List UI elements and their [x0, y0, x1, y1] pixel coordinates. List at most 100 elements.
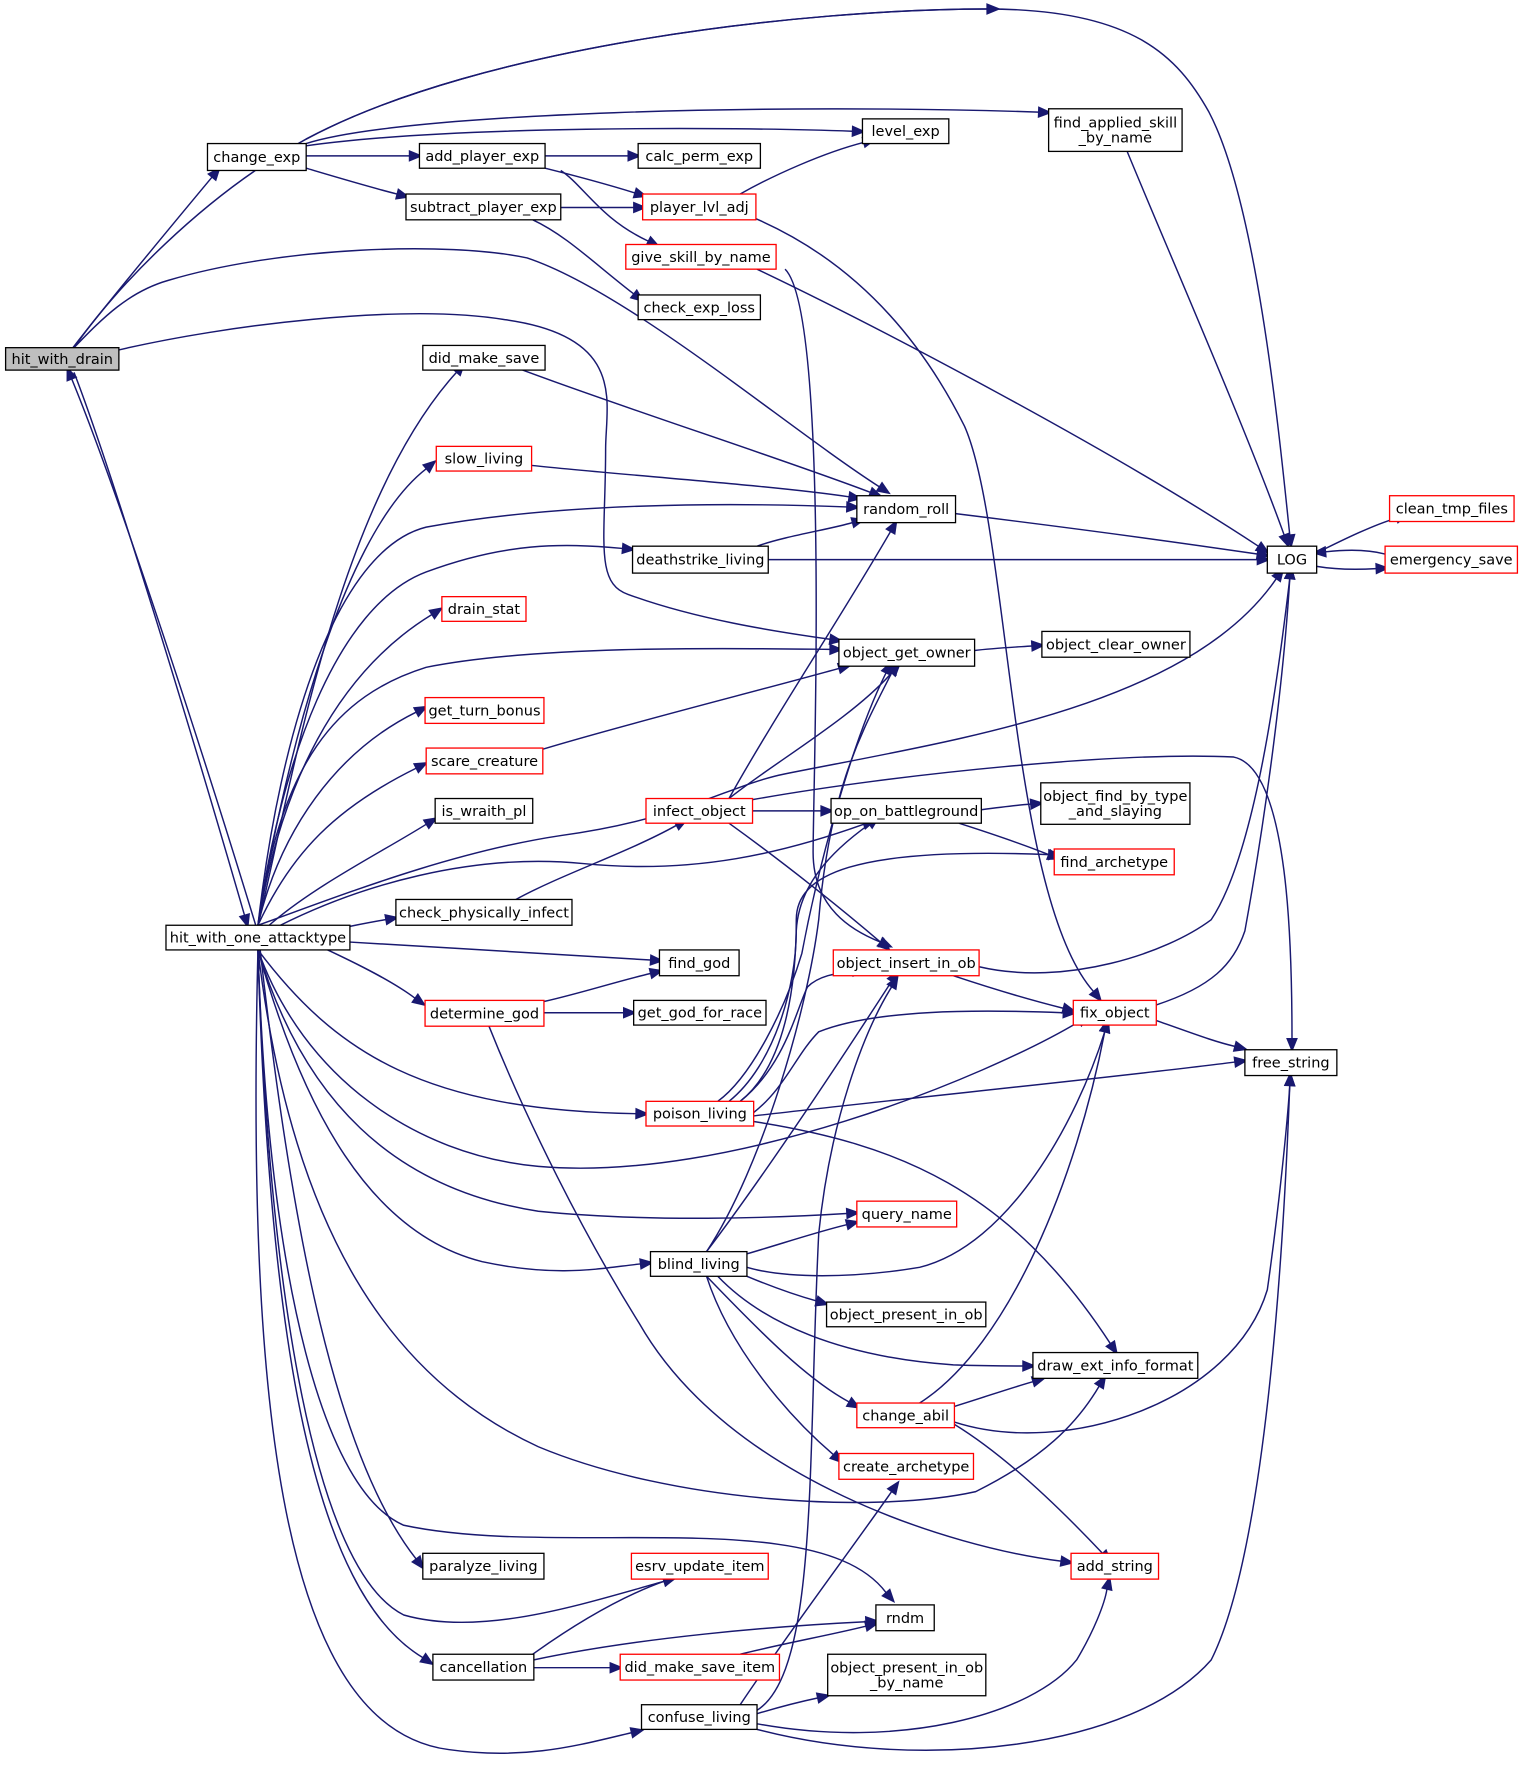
node-box[interactable] — [633, 999, 767, 1026]
node-box[interactable] — [649, 1250, 748, 1277]
function-node-slow_living[interactable]: slow_living — [435, 445, 533, 472]
node-box[interactable] — [1070, 1552, 1160, 1580]
function-node-level_exp[interactable]: level_exp — [861, 118, 950, 145]
function-node-is_wraith_pl[interactable]: is_wraith_pl — [434, 797, 534, 824]
node-box[interactable] — [619, 1653, 781, 1681]
node-box[interactable] — [832, 949, 980, 977]
node-box[interactable] — [1047, 108, 1183, 153]
function-node-confuse_living[interactable]: confuse_living — [640, 1704, 758, 1731]
function-node-give_skill_by_name[interactable]: give_skill_by_name — [625, 243, 777, 270]
node-box[interactable] — [631, 545, 769, 574]
function-node-clean_tmp_files[interactable]: clean_tmp_files — [1388, 495, 1515, 523]
function-node-hit_with_one_attacktype[interactable]: hit_with_one_attacktype — [165, 924, 351, 951]
function-node-object_get_owner[interactable]: object_get_owner — [838, 638, 976, 667]
node-box[interactable] — [1040, 782, 1191, 825]
function-node-random_roll[interactable]: random_roll — [856, 495, 957, 524]
function-node-add_string[interactable]: add_string — [1070, 1552, 1160, 1580]
function-node-deathstrike_living[interactable]: deathstrike_living — [631, 545, 769, 574]
function-node-did_make_save[interactable]: did_make_save — [422, 344, 546, 371]
node-box[interactable] — [630, 1552, 769, 1580]
function-node-cancellation[interactable]: cancellation — [432, 1653, 535, 1681]
node-box[interactable] — [856, 495, 957, 524]
node-box[interactable] — [645, 797, 754, 824]
node-box[interactable] — [637, 142, 762, 169]
node-box[interactable] — [861, 118, 950, 145]
function-node-get_god_for_race[interactable]: get_god_for_race — [633, 999, 767, 1026]
node-box[interactable] — [827, 1653, 987, 1697]
node-box[interactable] — [395, 898, 573, 926]
node-box[interactable] — [645, 1100, 755, 1127]
function-node-free_string[interactable]: free_string — [1244, 1049, 1338, 1077]
node-box[interactable] — [830, 797, 982, 824]
node-box[interactable] — [422, 1552, 545, 1580]
function-node-infect_object[interactable]: infect_object — [645, 797, 754, 824]
function-node-add_player_exp[interactable]: add_player_exp — [418, 142, 546, 169]
node-box[interactable] — [838, 1452, 975, 1480]
function-node-blind_living[interactable]: blind_living — [649, 1250, 748, 1277]
node-box[interactable] — [405, 193, 562, 221]
function-node-did_make_save_item[interactable]: did_make_save_item — [619, 1653, 781, 1681]
node-box[interactable] — [434, 797, 534, 824]
function-node-subtract_player_exp[interactable]: subtract_player_exp — [405, 193, 562, 221]
function-node-LOG[interactable]: LOG — [1266, 545, 1318, 574]
node-box[interactable] — [625, 243, 777, 270]
function-node-change_abil[interactable]: change_abil — [856, 1402, 956, 1429]
node-box[interactable] — [875, 1604, 935, 1632]
node-box[interactable] — [1041, 630, 1191, 658]
function-node-determine_god[interactable]: determine_god — [424, 999, 545, 1027]
function-node-object_clear_owner[interactable]: object_clear_owner — [1041, 630, 1191, 658]
node-box[interactable] — [838, 638, 976, 667]
node-box[interactable] — [658, 949, 740, 977]
node-box[interactable] — [1072, 999, 1157, 1026]
function-node-hit_with_drain[interactable]: hit_with_drain — [4, 347, 120, 371]
node-box[interactable] — [425, 747, 544, 775]
function-node-drain_stat[interactable]: drain_stat — [441, 596, 527, 622]
function-node-scare_creature[interactable]: scare_creature — [425, 747, 544, 775]
node-box[interactable] — [1388, 495, 1515, 523]
function-node-get_turn_bonus[interactable]: get_turn_bonus — [424, 696, 545, 725]
function-node-object_find_by_type_and_slaying[interactable]: object_find_by_type_and_slaying — [1040, 782, 1191, 825]
function-node-check_exp_loss[interactable]: check_exp_loss — [637, 294, 762, 321]
node-box[interactable] — [418, 142, 546, 169]
function-node-object_insert_in_ob[interactable]: object_insert_in_ob — [832, 949, 980, 977]
node-box[interactable] — [1053, 848, 1175, 876]
node-box[interactable] — [441, 596, 527, 622]
function-node-object_present_in_ob_by_name[interactable]: object_present_in_ob_by_name — [827, 1653, 987, 1697]
function-node-rndm[interactable]: rndm — [875, 1604, 935, 1632]
node-box[interactable] — [165, 924, 351, 951]
node-box[interactable] — [424, 999, 545, 1027]
node-box[interactable] — [206, 142, 307, 172]
node-box[interactable] — [640, 1704, 758, 1731]
function-node-emergency_save[interactable]: emergency_save — [1384, 545, 1519, 574]
function-node-find_archetype[interactable]: find_archetype — [1053, 848, 1175, 876]
function-node-change_exp[interactable]: change_exp — [206, 142, 307, 172]
node-box[interactable] — [856, 1200, 958, 1228]
node-box[interactable] — [637, 294, 762, 321]
function-node-calc_perm_exp[interactable]: calc_perm_exp — [637, 142, 762, 169]
node-box[interactable] — [1384, 545, 1519, 574]
node-box[interactable] — [1244, 1049, 1338, 1077]
function-node-create_archetype[interactable]: create_archetype — [838, 1452, 975, 1480]
node-box[interactable] — [4, 347, 120, 371]
function-node-fix_object[interactable]: fix_object — [1072, 999, 1157, 1026]
node-box[interactable] — [424, 696, 545, 725]
node-box[interactable] — [1266, 545, 1318, 574]
node-box[interactable] — [641, 193, 757, 221]
node-box[interactable] — [422, 344, 546, 371]
node-box[interactable] — [856, 1402, 956, 1429]
node-box[interactable] — [432, 1653, 535, 1681]
function-node-paralyze_living[interactable]: paralyze_living — [422, 1552, 545, 1580]
node-box[interactable] — [435, 445, 533, 472]
function-node-find_god[interactable]: find_god — [658, 949, 740, 977]
function-node-find_applied_skill_by_name[interactable]: find_applied_skill_by_name — [1047, 108, 1183, 153]
node-box[interactable] — [1032, 1351, 1199, 1380]
node-box[interactable] — [825, 1301, 987, 1328]
function-node-op_on_battleground[interactable]: op_on_battleground — [830, 797, 982, 824]
function-node-player_lvl_adj[interactable]: player_lvl_adj — [641, 193, 757, 221]
function-node-object_present_in_ob[interactable]: object_present_in_ob — [825, 1301, 987, 1328]
function-node-poison_living[interactable]: poison_living — [645, 1100, 755, 1127]
function-node-draw_ext_info_format[interactable]: draw_ext_info_format — [1032, 1351, 1199, 1380]
function-node-query_name[interactable]: query_name — [856, 1200, 958, 1228]
function-node-check_physically_infect[interactable]: check_physically_infect — [395, 898, 573, 926]
function-node-esrv_update_item[interactable]: esrv_update_item — [630, 1552, 769, 1580]
